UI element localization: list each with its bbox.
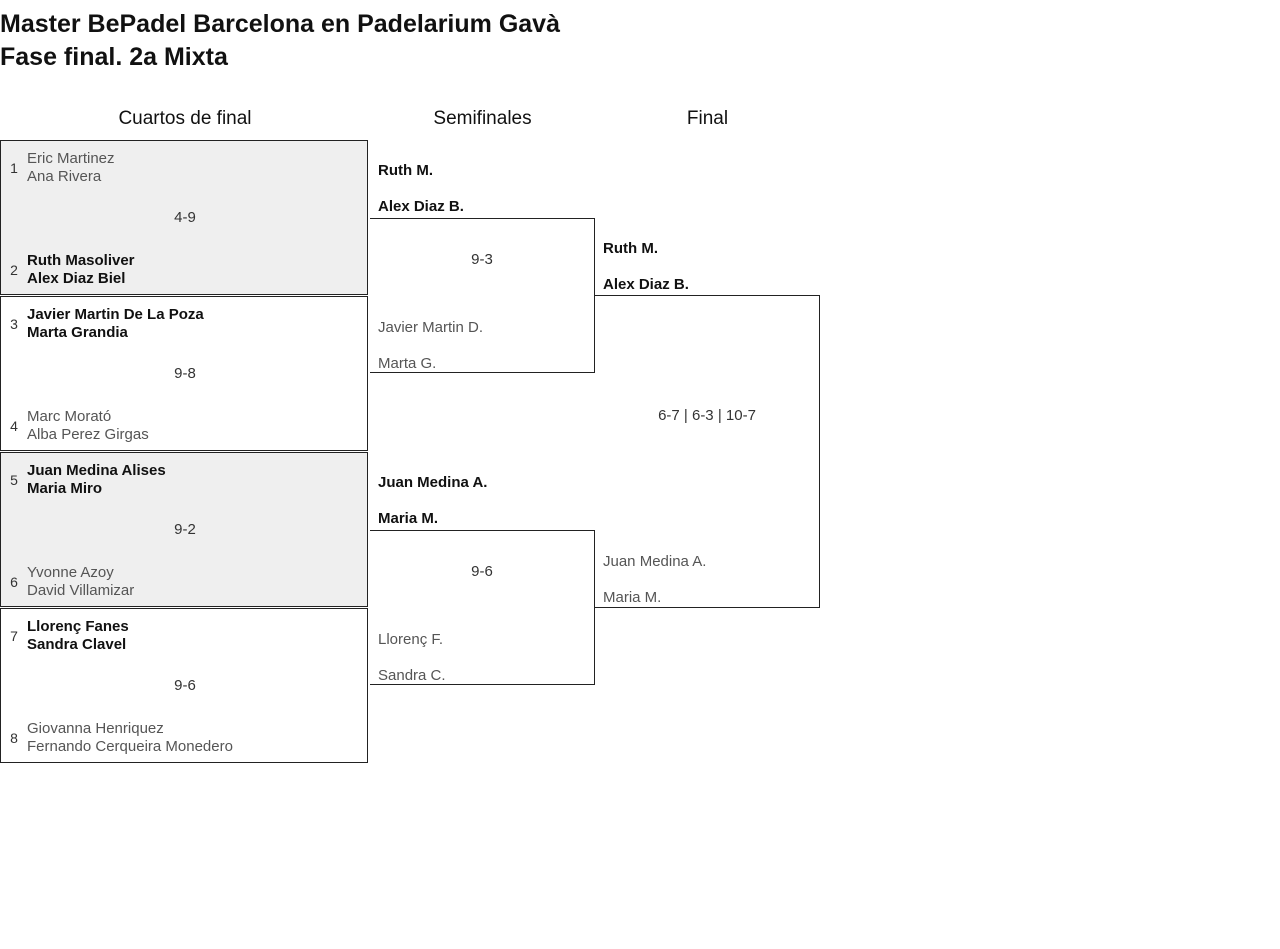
quarterfinal-match-1[interactable]: 1 Eric Martinez Ana Rivera 4-9 2 Ruth Ma…: [0, 140, 368, 295]
player-name: Maria Miro: [27, 480, 103, 497]
player-name: Maria M.: [378, 510, 439, 527]
final-loser-team: Juan Medina A. Maria M.: [603, 553, 706, 607]
tournament-title: Master BePadel Barcelona en Padelarium G…: [0, 10, 560, 38]
player-name: Alex Diaz B.: [603, 276, 689, 293]
match-score: 9-6: [174, 677, 196, 694]
team-players: Ruth M. Alex Diaz B.: [603, 240, 823, 294]
quarterfinal-match-2[interactable]: 3 Javier Martin De La Poza Marta Grandia…: [0, 296, 368, 451]
seed-number: 6: [10, 574, 18, 590]
match-team-top[interactable]: 7 Llorenç Fanes Sandra Clavel: [1, 618, 361, 654]
player-name: Javier Martin De La Poza: [27, 306, 204, 323]
player-name: Marta Grandia: [27, 324, 128, 341]
team-players: Juan Medina Alises Maria Miro: [27, 462, 166, 498]
player-name: Sandra Clavel: [27, 636, 127, 653]
team-players: Javier Martin D. Marta G.: [378, 319, 483, 373]
team-players: Giovanna Henriquez Fernando Cerqueira Mo…: [27, 720, 233, 756]
player-name: Juan Medina Alises: [27, 462, 166, 479]
match-score: 4-9: [174, 209, 196, 226]
player-name: Marta G.: [378, 355, 437, 372]
semifinal-1-loser-team: Javier Martin D. Marta G.: [378, 319, 483, 373]
round-header-final: Final: [686, 108, 729, 129]
semifinal-2-winner-team: Juan Medina A. Maria M.: [378, 474, 598, 528]
player-name: Juan Medina A.: [603, 553, 707, 570]
semifinal-2-loser-team: Llorenç F. Sandra C.: [378, 631, 446, 685]
player-name: Fernando Cerqueira Monedero: [27, 738, 233, 755]
semifinal-1-winner-team: Ruth M. Alex Diaz B.: [378, 162, 598, 216]
team-players: Marc Morató Alba Perez Girgas: [27, 408, 149, 444]
team-players: Ruth Masoliver Alex Diaz Biel: [27, 252, 135, 288]
tournament-subtitle: Fase final. 2a Mixta: [0, 43, 228, 71]
player-name: Llorenç Fanes: [27, 618, 129, 635]
match-score: 9-8: [174, 365, 196, 382]
round-header-quarterfinals: Cuartos de final: [118, 108, 252, 129]
player-name: Giovanna Henriquez: [27, 720, 164, 737]
team-players: Yvonne Azoy David Villamizar: [27, 564, 134, 600]
match-score: 9-6: [471, 563, 493, 580]
seed-number: 5: [10, 472, 18, 488]
player-name: Llorenç F.: [378, 631, 444, 648]
player-name: Eric Martinez: [27, 150, 115, 167]
match-team-bottom[interactable]: 2 Ruth Masoliver Alex Diaz Biel: [1, 252, 361, 288]
seed-number: 1: [10, 160, 18, 176]
team-players: Juan Medina A. Maria M.: [603, 553, 706, 607]
team-players: Javier Martin De La Poza Marta Grandia: [27, 306, 204, 342]
player-name: Marc Morató: [27, 408, 112, 425]
player-name: Javier Martin D.: [378, 319, 484, 336]
quarterfinal-match-3[interactable]: 5 Juan Medina Alises Maria Miro 9-2 6 Yv…: [0, 452, 368, 607]
match-score: 9-2: [174, 521, 196, 538]
match-score: 6-7 | 6-3 | 10-7: [658, 407, 756, 424]
match-team-bottom[interactable]: 4 Marc Morató Alba Perez Girgas: [1, 408, 361, 444]
seed-number: 4: [10, 418, 18, 434]
player-name: Yvonne Azoy: [27, 564, 114, 581]
match-team-top[interactable]: 1 Eric Martinez Ana Rivera: [1, 150, 361, 186]
match-team-top[interactable]: 3 Javier Martin De La Poza Marta Grandia: [1, 306, 361, 342]
tournament-bracket: 1 Eric Martinez Ana Rivera 4-9 2 Ruth Ma…: [0, 140, 840, 780]
team-players: Llorenç Fanes Sandra Clavel: [27, 618, 129, 654]
match-team-top[interactable]: 5 Juan Medina Alises Maria Miro: [1, 462, 361, 498]
semifinal-match-1[interactable]: 9-3 Javier Martin D. Marta G.: [370, 218, 595, 373]
player-name: Ruth M.: [378, 162, 433, 179]
player-name: David Villamizar: [27, 582, 135, 599]
team-players: Juan Medina A. Maria M.: [378, 474, 598, 528]
player-name: Ruth M.: [603, 240, 658, 257]
team-players: Ruth M. Alex Diaz B.: [378, 162, 598, 216]
page-title: Master BePadel Barcelona en Padelarium G…: [0, 8, 1000, 74]
seed-number: 8: [10, 730, 18, 746]
final-winner-team: Ruth M. Alex Diaz B.: [603, 240, 823, 294]
player-name: Juan Medina A.: [378, 474, 488, 491]
player-name: Alex Diaz B.: [378, 198, 464, 215]
match-score: 9-3: [471, 251, 493, 268]
match-team-bottom[interactable]: 8 Giovanna Henriquez Fernando Cerqueira …: [1, 720, 361, 756]
round-header-semifinals: Semifinales: [433, 108, 532, 129]
seed-number: 3: [10, 316, 18, 332]
player-name: Ana Rivera: [27, 168, 102, 185]
seed-number: 2: [10, 262, 18, 278]
semifinal-match-2[interactable]: 9-6 Llorenç F. Sandra C.: [370, 530, 595, 685]
team-players: Eric Martinez Ana Rivera: [27, 150, 115, 186]
final-match[interactable]: 6-7 | 6-3 | 10-7 Juan Medina A. Maria M.: [595, 295, 820, 608]
quarterfinal-match-4[interactable]: 7 Llorenç Fanes Sandra Clavel 9-6 8 Giov…: [0, 608, 368, 763]
player-name: Alex Diaz Biel: [27, 270, 126, 287]
player-name: Maria M.: [603, 589, 662, 606]
seed-number: 7: [10, 628, 18, 644]
match-team-bottom[interactable]: 6 Yvonne Azoy David Villamizar: [1, 564, 361, 600]
player-name: Sandra C.: [378, 667, 446, 684]
player-name: Alba Perez Girgas: [27, 426, 149, 443]
player-name: Ruth Masoliver: [27, 252, 135, 269]
team-players: Llorenç F. Sandra C.: [378, 631, 446, 685]
